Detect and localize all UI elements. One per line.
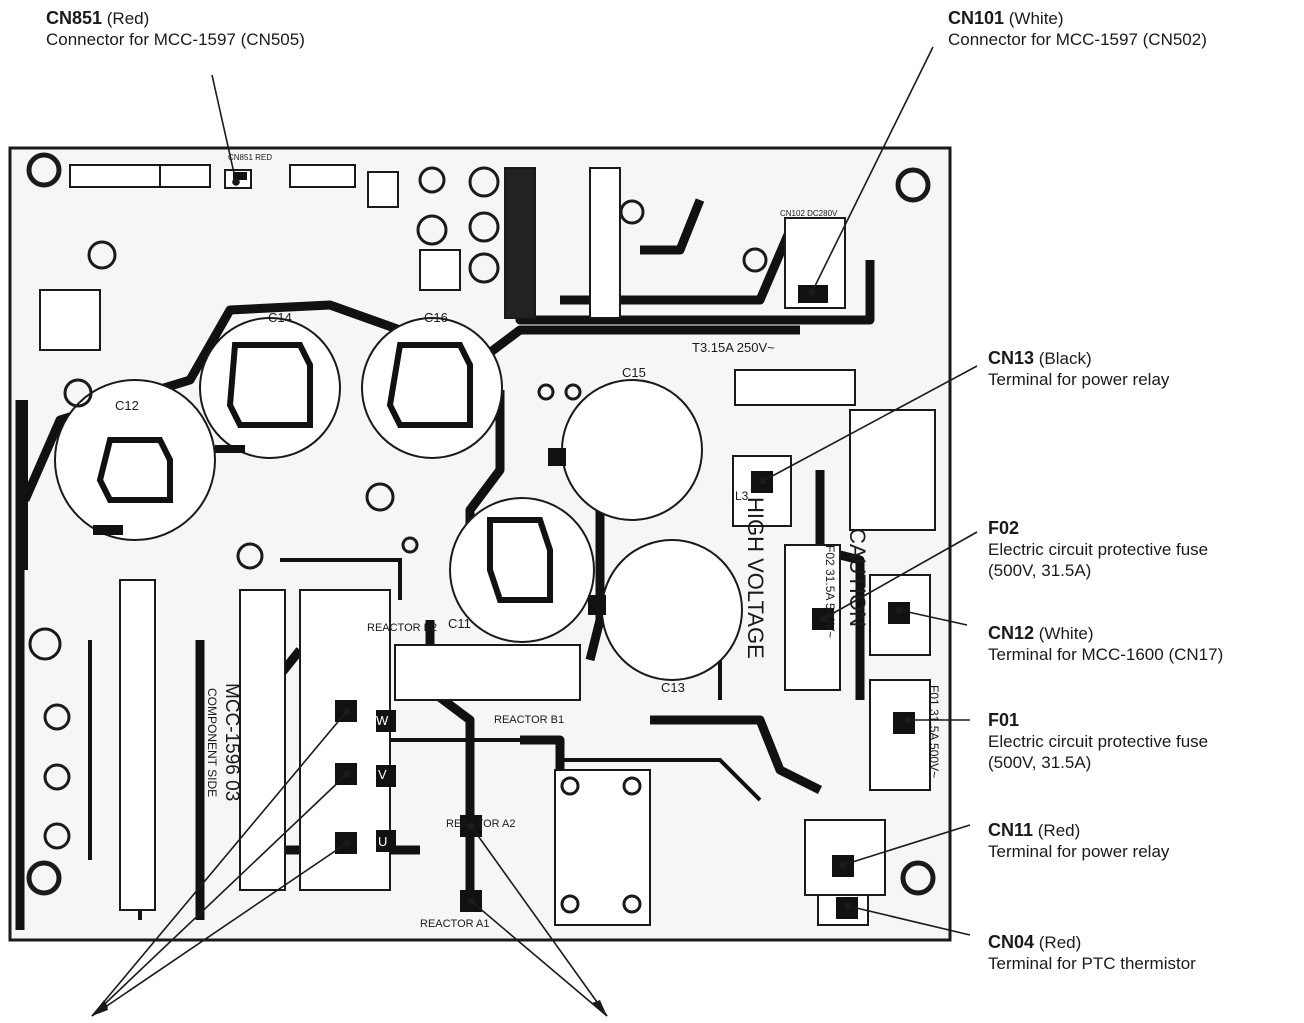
capacitor-c15: [561, 379, 703, 521]
callout-desc-rating: (500V, 31.5A): [988, 561, 1092, 580]
callout-desc: Electric circuit protective fuse: [988, 540, 1209, 559]
silk-high-voltage: HIGH VOLTAGE: [743, 497, 768, 659]
callout-color: (Black): [1038, 349, 1092, 368]
callout-code: F02: [988, 518, 1020, 538]
silk-c14: C14: [268, 310, 292, 325]
silk-l3: L3: [735, 489, 749, 503]
mounting-hole: [900, 860, 936, 896]
silk-v: V: [378, 767, 387, 782]
silk-f01-rating: F01 31.5A 500V~: [927, 685, 941, 778]
silk-mcc: MCC-1596 03: [221, 683, 242, 801]
callout-code: CN13: [988, 348, 1035, 368]
callout-cn13: CN13 (Black) Terminal for power relay: [988, 348, 1169, 390]
silk-c11: C11: [448, 616, 471, 631]
small-components: [28, 166, 768, 914]
silk-reactor-a1: REACTOR A1: [420, 918, 490, 930]
silk-cn851: CN851 RED: [228, 153, 272, 162]
silk-fuse-f101: T3.15A 250V~: [692, 340, 775, 355]
callout-desc: Terminal for MCC-1600 (CN17): [988, 645, 1224, 664]
capacitor-c14: [199, 317, 341, 459]
capacitor-c16: [361, 317, 503, 459]
capacitor-c13: [601, 539, 743, 681]
callout-color: (Red): [1038, 933, 1082, 952]
callout-color: (Red): [1037, 821, 1081, 840]
silk-c15: C15: [622, 365, 646, 380]
callout-color: (Red): [106, 9, 150, 28]
mounting-hole: [26, 860, 62, 896]
callout-desc-rating: (500V, 31.5A): [988, 753, 1092, 772]
callout-code: F01: [988, 710, 1020, 730]
callout-code: CN101: [948, 8, 1005, 28]
callout-code: CN11: [988, 820, 1034, 840]
callout-cn12: CN12 (White) Terminal for MCC-1600 (CN17…: [988, 623, 1223, 665]
callout-color: (White): [1008, 9, 1064, 28]
silk-c13: C13: [661, 680, 685, 695]
mounting-hole: [895, 167, 931, 203]
callout-code: CN12: [988, 623, 1035, 643]
silk-w: W: [376, 713, 389, 728]
callout-code: CN04: [988, 932, 1035, 952]
callout-cn101: CN101 (White) Connector for MCC-1597 (CN…: [948, 8, 1207, 50]
silk-caution: CAUTION: [845, 528, 870, 627]
callout-code: CN851: [46, 8, 103, 28]
connector-blocks: [39, 164, 936, 926]
leader-lines: [91, 46, 978, 1017]
callout-color: (White): [1038, 624, 1094, 643]
silk-c16: C16: [424, 310, 448, 325]
callout-f01: F01 Electric circuit protective fuse (50…: [988, 710, 1208, 773]
callout-cn11: CN11 (Red) Terminal for power relay: [988, 820, 1169, 862]
callout-desc: Terminal for power relay: [988, 370, 1170, 389]
capacitor-c12: [54, 379, 216, 541]
silk-reactor-b1: REACTOR B1: [494, 714, 564, 726]
capacitor-pads: [96, 342, 553, 603]
callout-cn04: CN04 (Red) Terminal for PTC thermistor: [988, 932, 1196, 974]
capacitor-c11: [449, 497, 595, 643]
callout-desc: Terminal for PTC thermistor: [988, 954, 1196, 973]
silk-reactor-a2: REACTOR A2: [446, 818, 516, 830]
callout-desc: Terminal for power relay: [988, 842, 1170, 861]
silk-c12: C12: [115, 398, 139, 413]
silk-reactor-b2: REACTOR B2: [367, 622, 437, 634]
callout-desc: Connector for MCC-1597 (CN502): [948, 30, 1207, 49]
silk-f02-rating: F02 31.5A 500V~: [823, 545, 837, 638]
mounting-hole: [26, 152, 62, 188]
callout-cn851: CN851 (Red) Connector for MCC-1597 (CN50…: [46, 8, 305, 50]
callout-f02: F02 Electric circuit protective fuse (50…: [988, 518, 1208, 581]
callout-desc: Connector for MCC-1597 (CN505): [46, 30, 305, 49]
silk-cn102: CN102 DC280V: [780, 209, 838, 218]
callout-desc: Electric circuit protective fuse: [988, 732, 1209, 751]
arrowheads: [92, 1000, 607, 1016]
silk-component-side: COMPONENT SIDE: [205, 688, 219, 797]
silk-u: U: [378, 834, 387, 849]
